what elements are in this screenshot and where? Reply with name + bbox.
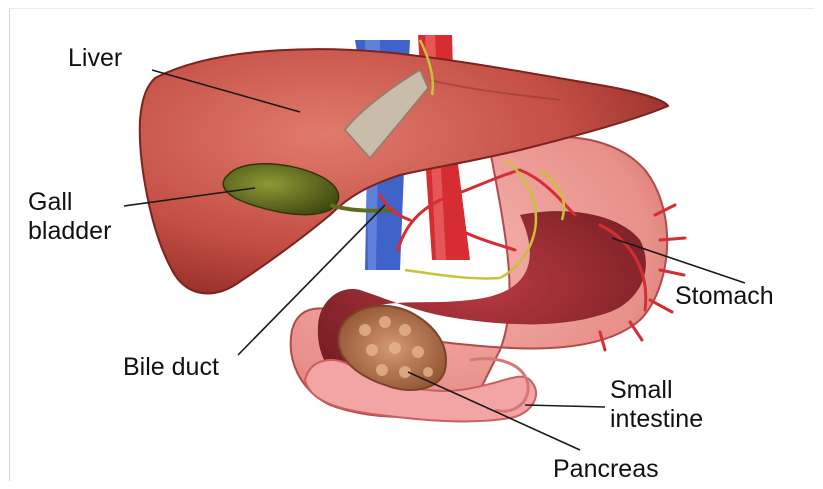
label-pancreas: Pancreas: [553, 455, 659, 484]
label-small-intestine: Small intestine: [610, 376, 703, 434]
label-liver-text: Liver: [68, 44, 122, 73]
label-bile-duct-text: Bile duct: [123, 353, 219, 382]
label-stomach-text: Stomach: [675, 282, 774, 311]
label-small-intestine-line2: intestine: [610, 405, 703, 434]
label-gall-bladder: Gall bladder: [28, 188, 111, 246]
label-small-intestine-line1: Small: [610, 376, 703, 405]
label-gall-bladder-line2: bladder: [28, 217, 111, 246]
label-stomach: Stomach: [675, 282, 774, 311]
label-pancreas-text: Pancreas: [553, 455, 659, 484]
label-liver: Liver: [68, 44, 122, 73]
label-bile-duct: Bile duct: [123, 353, 219, 382]
label-gall-bladder-line1: Gall: [28, 188, 111, 217]
